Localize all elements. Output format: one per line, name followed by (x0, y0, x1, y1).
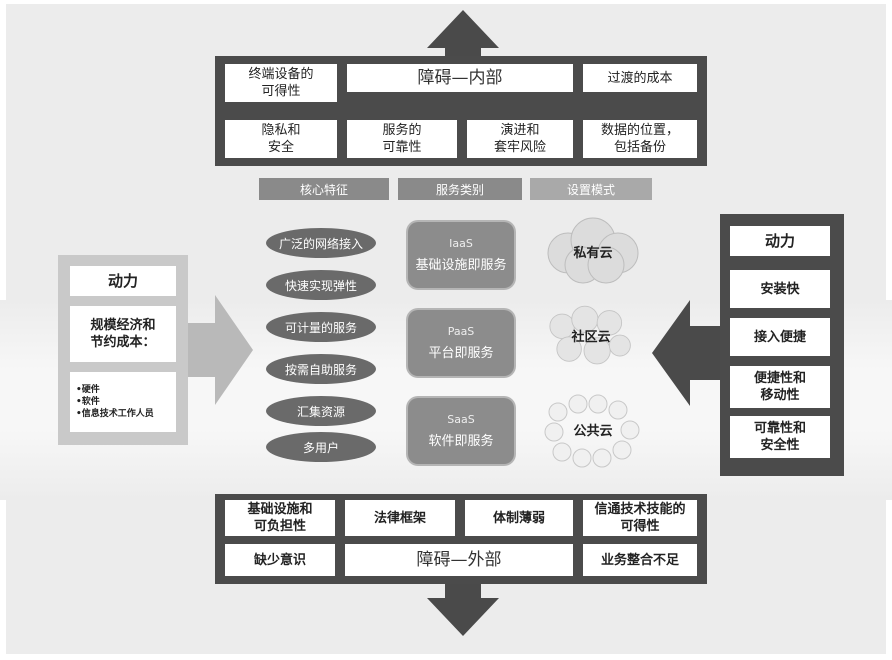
characteristic-item: 广泛的网络接入 (266, 228, 376, 258)
down-arrow-icon (427, 598, 499, 636)
up-arrow-icon (427, 10, 499, 48)
characteristic-item: 快速实现弹性 (266, 270, 376, 300)
header-deployment-models: 设置模式 (530, 178, 652, 200)
internal-barriers-title: 障碍—内部 (347, 64, 573, 92)
deployment-community: 社区云 (571, 330, 611, 345)
barrier-legal-framework: 法律框架 (345, 500, 455, 536)
private-cloud-icon (547, 217, 639, 284)
left-pointing-arrow-icon (652, 300, 724, 406)
external-barriers-title: 障碍—外部 (345, 544, 573, 576)
driver-mobility: 便捷性和 移动性 (730, 366, 830, 408)
service-name: 软件即服务 (428, 434, 494, 449)
left-drivers-list: •硬件 •软件 •信息技术工作人员 (70, 372, 176, 432)
service-saas: SaaS 软件即服务 (408, 398, 514, 464)
service-iaas: IaaS 基础设施即服务 (408, 222, 514, 288)
public-cloud-icon (544, 394, 640, 468)
header-service-types: 服务类别 (398, 178, 522, 200)
barrier-reliability: 服务的 可靠性 (347, 120, 457, 158)
characteristic-item: 可计量的服务 (266, 312, 376, 342)
barrier-data-location: 数据的位置， 包括备份 (583, 120, 697, 158)
list-item: •软件 (76, 397, 100, 407)
service-code: IaaS (449, 237, 473, 250)
right-pointing-arrow-icon (185, 295, 253, 405)
community-cloud-icon (549, 305, 631, 365)
barrier-privacy: 隐私和 安全 (225, 120, 337, 158)
characteristic-item: 多用户 (266, 432, 376, 462)
left-drivers-title: 动力 (70, 266, 176, 296)
characteristic-item: 按需自助服务 (266, 354, 376, 384)
barrier-weak-institutions: 体制薄弱 (465, 500, 573, 536)
driver-reliability: 可靠性和 安全性 (730, 416, 830, 458)
barrier-business-integration: 业务整合不足 (583, 544, 697, 576)
left-drivers-economies: 规模经济和 节约成本： (70, 306, 176, 362)
list-item: •信息技术工作人员 (76, 409, 154, 419)
service-name: 平台即服务 (428, 346, 494, 361)
header-core-features: 核心特征 (259, 178, 389, 200)
service-name: 基础设施即服务 (415, 258, 507, 273)
barrier-ict-skills: 信通技术技能的 可得性 (583, 500, 697, 536)
service-code: SaaS (447, 413, 475, 426)
list-item: •硬件 (76, 385, 100, 395)
down-arrow-stem (445, 584, 481, 600)
barrier-transition-cost: 过渡的成本 (583, 64, 697, 92)
barrier-evolution: 演进和 套牢风险 (467, 120, 573, 158)
characteristic-item: 汇集资源 (266, 396, 376, 426)
barrier-infrastructure: 基础设施和 可负担性 (225, 500, 335, 536)
driver-fast-install: 安装快 (730, 270, 830, 308)
driver-easy-access: 接入便捷 (730, 318, 830, 356)
barrier-lack-awareness: 缺少意识 (225, 544, 335, 576)
service-paas: PaaS 平台即服务 (408, 310, 514, 376)
service-code: PaaS (447, 325, 475, 338)
deployment-private: 私有云 (573, 246, 613, 261)
right-drivers-title: 动力 (730, 226, 830, 256)
barrier-device-availability: 终端设备的 可得性 (225, 64, 337, 102)
deployment-public: 公共云 (573, 424, 613, 439)
